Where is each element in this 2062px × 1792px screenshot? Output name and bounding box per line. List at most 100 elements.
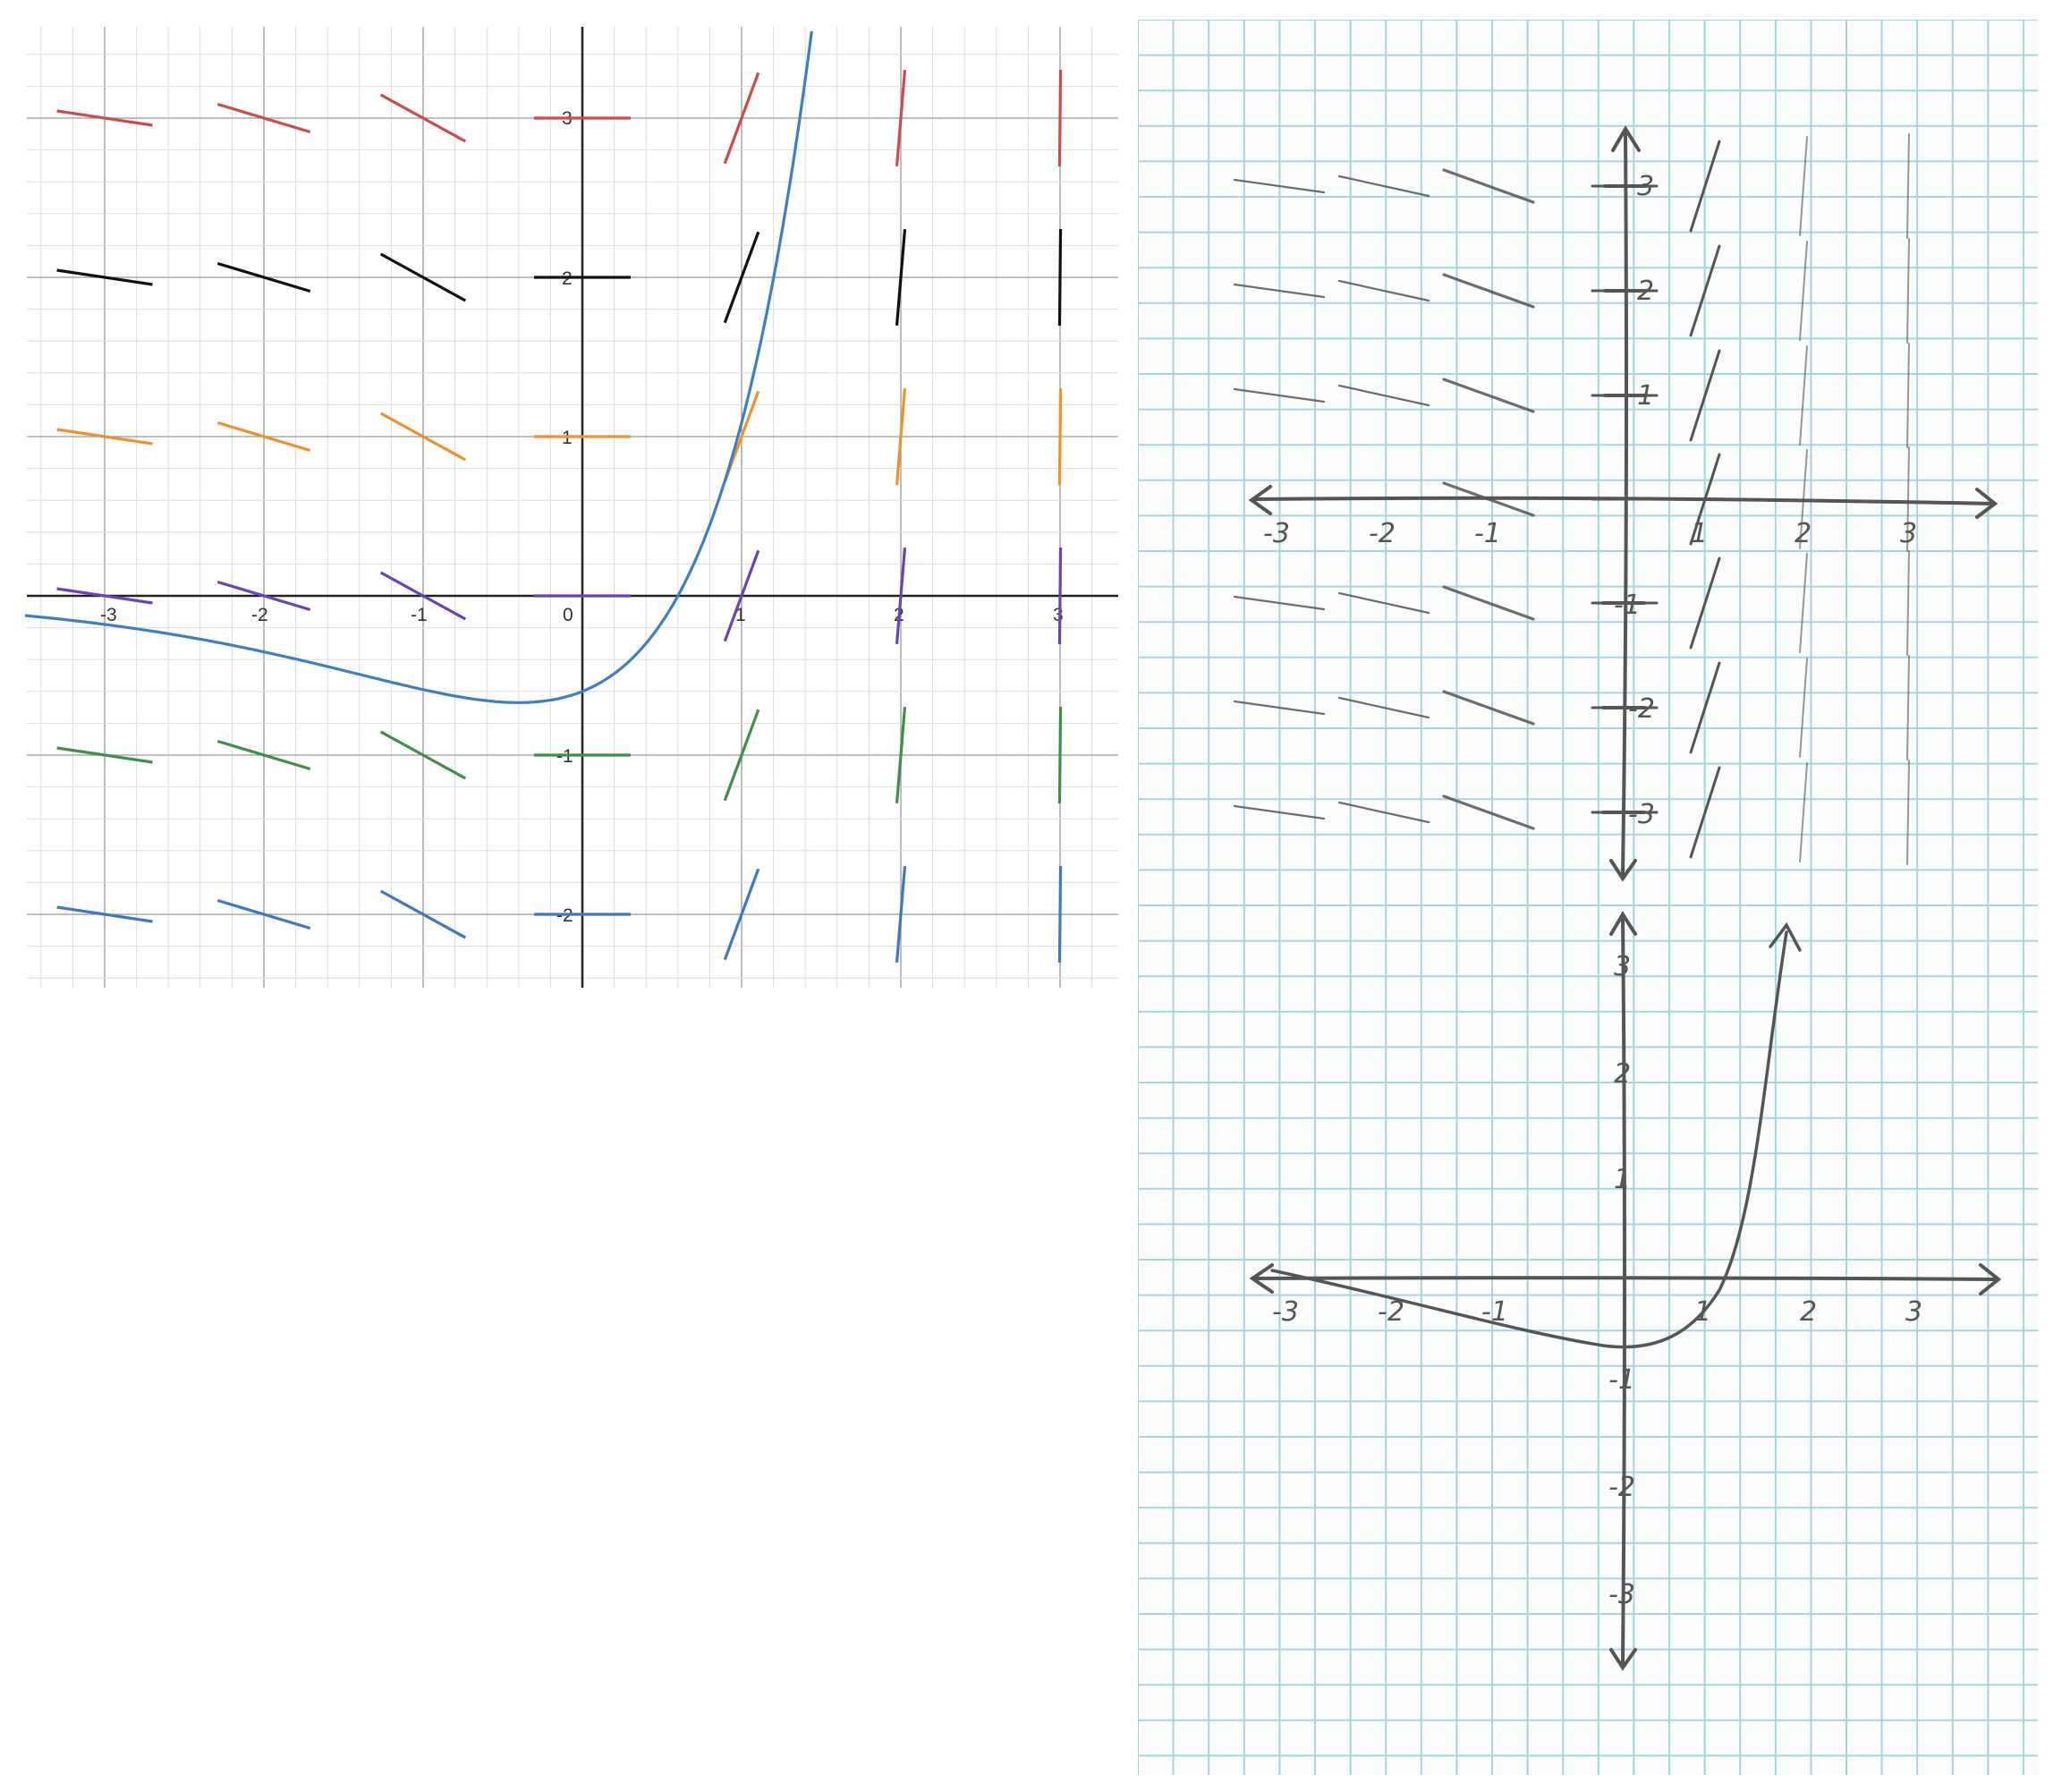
sketch-x-labels: -3 -2 -1 1 2 3: [1263, 518, 1917, 549]
pencil-slope-mark: [1689, 349, 1721, 442]
sketch-x-label: 2: [1800, 1296, 1817, 1328]
pencil-slope-mark: [1906, 655, 1910, 760]
arrow-up-icon: [1769, 921, 1802, 952]
sketch-x-label: -2: [1369, 518, 1396, 549]
arrow-left-icon: [1249, 1263, 1274, 1294]
slope-segment: [379, 412, 467, 462]
slope-segment: [216, 898, 311, 930]
pencil-slope-mark: [1799, 136, 1808, 236]
pencil-slope-mark: [1442, 168, 1535, 204]
sketch-slope-marks: [1233, 133, 1910, 865]
sketch-x-label: 1: [1691, 518, 1708, 549]
slope-segment: [723, 709, 760, 802]
slope-segment: [379, 571, 467, 621]
sketch-y-label: 1: [1614, 1164, 1631, 1195]
plot-grid: [27, 27, 1118, 988]
pencil-slope-mark: [1337, 279, 1430, 302]
slope-segment: [723, 72, 760, 165]
pencil-slope-mark: [1799, 345, 1808, 446]
slope-segment: [723, 868, 760, 961]
slope-segment: [56, 587, 153, 605]
slope-segment: [895, 70, 907, 166]
slope-segment: [1057, 228, 1063, 327]
hand-slope-field: -3 -2 -1 1 2 3 3 2 1 -1 -2 -3: [1233, 125, 1998, 882]
pencil-slope-mark: [1337, 801, 1430, 824]
sketch-y-label: -1: [1608, 1364, 1635, 1396]
x-tick-label: 1: [735, 605, 746, 625]
paper-grid: [1138, 20, 2038, 1775]
arrow-down-icon: [1609, 1648, 1637, 1671]
sketch-y-label: -1: [1614, 590, 1641, 621]
paper-background: [1138, 20, 2038, 1775]
slope-segment: [895, 388, 907, 485]
slope-segment: [895, 707, 907, 803]
y-tick-labels: 3 2 1 -1 -2: [556, 108, 573, 926]
x-tick-label: -1: [411, 605, 428, 625]
pencil-slope-mark: [1906, 238, 1910, 344]
pencil-slope-mark: [1233, 700, 1326, 716]
pencil-slope-mark: [1799, 762, 1808, 862]
pencil-slope-mark: [1442, 794, 1535, 830]
sketch-y-label: -2: [1608, 1472, 1635, 1503]
pencil-slope-mark: [1906, 133, 1910, 239]
sketch-y-axis: [1621, 914, 1626, 1666]
pencil-slope-mark: [1689, 244, 1721, 337]
arrow-right-icon: [1975, 488, 1998, 519]
hand-solution-sketch: -3 -2 -1 1 2 3 3 2 1 -1 -2 -3: [1249, 911, 2002, 1671]
pencil-slope-mark: [1337, 591, 1430, 615]
slope-segment: [379, 252, 467, 302]
pencil-slope-mark: [1233, 283, 1326, 299]
slope-segment: [895, 229, 907, 326]
sketch-solution-curve: [1270, 930, 1788, 1349]
arrow-up-icon: [1611, 125, 1641, 152]
slope-segment: [1057, 547, 1063, 645]
sketch-x-label: -3: [1263, 518, 1290, 549]
slope-segment: [216, 580, 311, 612]
pencil-slope-mark: [1906, 760, 1910, 865]
pencil-slope-mark: [1442, 273, 1535, 309]
x-tick-label: 0: [563, 605, 573, 625]
pencil-slope-mark: [1442, 690, 1535, 726]
pencil-slope-mark: [1233, 178, 1326, 194]
sketch-y-label: 2: [1614, 1058, 1631, 1090]
sketch-x-label: -3: [1272, 1296, 1299, 1328]
slope-segment: [723, 549, 760, 642]
sketch-x-label: 3: [1900, 518, 1917, 549]
pencil-slope-mark: [1233, 804, 1326, 820]
pencil-slope-mark: [1689, 661, 1721, 754]
pencil-slope-mark: [1233, 387, 1326, 403]
sketch-x-axis: [1252, 1276, 1998, 1281]
sketch-y-label: -3: [1628, 799, 1655, 830]
slope-segment: [1057, 865, 1063, 964]
pencil-slope-mark: [1442, 481, 1535, 517]
slope-segment: [1057, 706, 1063, 804]
arrow-right-icon: [1979, 1263, 2002, 1295]
slope-segments: [56, 69, 1063, 964]
slope-segment: [895, 866, 907, 963]
pencil-slope-mark: [1906, 446, 1910, 552]
pencil-slope-mark: [1689, 766, 1721, 859]
slope-segment: [895, 548, 907, 644]
pencil-slope-mark: [1442, 585, 1535, 621]
slope-segment: [379, 730, 467, 780]
pencil-slope-mark: [1906, 550, 1910, 656]
plot-axes: [27, 27, 1118, 988]
hand-drawn-graph-paper: -3 -2 -1 1 2 3 3 2 1 -1 -2 -3 -3 -2: [1138, 20, 2038, 1775]
slope-segment: [56, 428, 153, 446]
pencil-slope-mark: [1799, 658, 1808, 758]
sketch-axes: [1249, 911, 2002, 1671]
slope-segment: [216, 739, 311, 771]
pencil-slope-mark: [1442, 378, 1535, 413]
sketch-y-axis: [1621, 132, 1628, 876]
pencil-slope-mark: [1233, 595, 1326, 611]
slope-segment: [56, 268, 153, 286]
slope-segment: [216, 420, 311, 453]
slope-segment: [379, 889, 467, 939]
slope-segment: [56, 905, 153, 923]
pencil-slope-mark: [1906, 343, 1910, 448]
pencil-slope-mark: [1689, 140, 1721, 233]
solution-curve: [24, 30, 813, 704]
pencil-slope-mark: [1799, 241, 1808, 341]
pencil-slope-mark: [1799, 553, 1808, 653]
x-tick-label: -2: [251, 605, 268, 625]
